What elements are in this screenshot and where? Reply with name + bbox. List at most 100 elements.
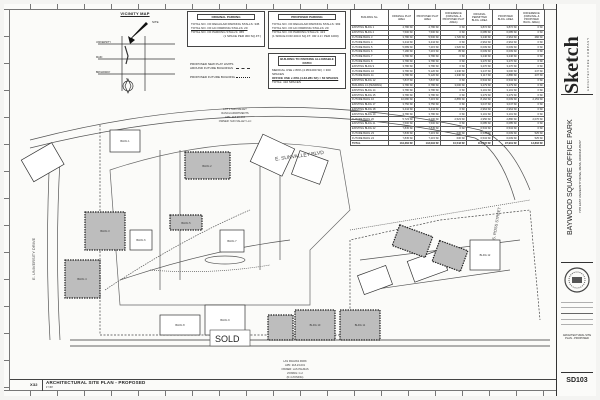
lot-south-label: OWNER: LAS PALMAS <box>281 367 309 371</box>
building-outline <box>219 229 245 253</box>
future-building <box>267 314 294 341</box>
parking-row: TOTAL NO. OF PARKING STALLS: 413 <box>272 30 326 34</box>
street-label: MAIN <box>96 56 103 59</box>
drawing-title: ARCHITECTURAL SITE PLAN - PROPOSED <box>46 380 146 385</box>
table-header: DIFFERENCE (ORIGINAL & PROPOSED BLDG. AR… <box>518 9 545 26</box>
building-label: BLDG 9 <box>220 318 230 322</box>
parking-row: TOTAL NO. OF REGULAR PARKING STALLS: 345 <box>191 22 260 26</box>
future-building <box>339 309 381 341</box>
lot-north-label: RANCH APARTMENTS <box>221 111 249 115</box>
building-outline <box>249 133 296 177</box>
vicinity-map-drawing <box>98 22 175 94</box>
ratio-row: TOTAL: 410 SPACES <box>272 80 301 84</box>
lot-north-label: LOT 1 SUN VALLEY <box>223 107 247 111</box>
sheet-number: SD103 <box>566 377 588 384</box>
building-outline <box>20 142 65 183</box>
original-parking-title: ORIGINAL PARKING <box>197 14 255 20</box>
ratio-row: MEDICAL USE x 80% (4.95/1000 SF) = 300 S… <box>272 68 331 76</box>
building-label: BLDG 11 <box>355 323 366 327</box>
future-building <box>294 309 336 341</box>
table-header: ORIGINAL PERMITTED BLDG. AREA <box>466 9 493 26</box>
street-label-east: S. ROSS STREET <box>491 206 502 240</box>
building-label: BLDG 4 <box>77 277 87 281</box>
parking-row: TOTAL NO. OF REGULAR PARKING STALLS: 393 <box>272 22 341 26</box>
bottom-grid-ruler <box>4 390 556 396</box>
ratio-title: BUILDING TO PARKING ALLOWABLE RATIO <box>278 56 336 66</box>
site-label: SITE <box>152 20 159 24</box>
north-label: N <box>126 77 129 81</box>
project-address: 7155 EAST UNIVERSITY DRIVE, MESA, ARIZON… <box>578 140 582 213</box>
site-plan: SOLD E. SUNVALLEY BLVD E. UNIVERSITY DRI… <box>20 106 550 379</box>
drawing-title-strip: X32 ARCHITECTURAL SITE PLAN - PROPOSED 1… <box>10 379 556 391</box>
building-label: BLDG 8 <box>175 323 185 327</box>
lot-north-label: OWNER: SUN VALLEY LLC <box>219 119 252 123</box>
building-outline <box>159 314 201 336</box>
parking-ratio-box: BUILDING TO PARKING ALLOWABLE RATIO MEDI… <box>268 53 346 89</box>
sheet-title: ARCHITECTURAL SITE PLAN - PROPOSED <box>562 334 592 341</box>
parking-note: (1 SPACE FOR 200.0 SQ.FT. OR 4.3 / PER 1… <box>272 34 339 38</box>
university-road-edge <box>47 149 51 341</box>
table-header: PROPOSED PLAT AREA <box>414 9 441 26</box>
table-header: PROPOSED BLDG. AREA <box>492 9 519 26</box>
legend-item-plat-limits: PROPOSED NEW PLAT LIMITS AROUND FUTURE B… <box>190 62 260 70</box>
building-label: BLDG 2 <box>202 164 212 168</box>
title-block: Sketch ARCHITECTURE COMPANY BAYWOOD SQUA… <box>556 4 596 396</box>
future-building <box>391 224 434 259</box>
building-label: BLDG 1 <box>120 139 130 143</box>
parking-row: TOTAL NO. OF PARKING STALLS: 365 <box>191 30 245 34</box>
legend-item-future-building: PROPOSED FUTURE BUILDING <box>190 75 260 79</box>
building-label: BLDG 3 <box>100 229 110 233</box>
street-label: BROADWAY <box>96 71 111 74</box>
vicinity-map-title: VICINITY MAP <box>120 11 150 16</box>
table-header: DIFFERENCE (ORIGINAL & PROPOSED PLAT ARE… <box>440 9 467 26</box>
street-label-west: E. UNIVERSITY DRIVE <box>31 238 36 280</box>
future-building <box>169 214 203 231</box>
drawing-number: X32 <box>30 382 38 387</box>
proposed-parking-title: PROPOSED PARKING <box>278 14 336 20</box>
future-building <box>84 211 126 251</box>
firm-subtitle: ARCHITECTURE COMPANY <box>587 37 590 91</box>
parking-note: (1 SPACE PER 300 SQ.FT.) <box>223 34 261 38</box>
building-outline <box>357 265 393 295</box>
parking-row: TOTAL NO. OF HC PARKING STALLS: 20 <box>272 26 329 30</box>
lot-south-label: LAS PALMAS PARK <box>283 359 307 363</box>
lot-south-label: ZONING: C-2 <box>287 371 303 375</box>
building-label: BLDG 5 <box>181 221 191 225</box>
table-header: ORIGINAL PLAT AREA <box>388 9 415 26</box>
site-arrow-icon <box>128 22 148 44</box>
future-building <box>64 259 101 299</box>
sunvalley-road-edge <box>29 106 481 141</box>
original-parking-box: ORIGINAL PARKING TOTAL NO. OF REGULAR PA… <box>187 11 265 47</box>
sold-note: SOLD <box>215 334 240 344</box>
building-outline <box>469 239 501 271</box>
legend: PROPOSED NEW PLAT LIMITS AROUND FUTURE B… <box>190 62 260 79</box>
ratio-row: OFFICE USE x 20% (4.33.281 SF) = 60 SPAC… <box>272 76 339 80</box>
parking-row: TOTAL NO. OF HC PARKING STALLS: 20 <box>191 26 248 30</box>
building-label: BLDG 10 <box>310 323 321 327</box>
left-grid-ruler <box>4 10 10 390</box>
firm-logo: Sketch <box>561 36 583 94</box>
building-label: BLDG 12 <box>480 253 491 257</box>
building-outline <box>129 229 153 251</box>
lot-south-label: (R-4 ZONING) <box>287 375 304 379</box>
table-cell: 13,803 SF <box>518 140 545 146</box>
future-building <box>184 151 231 180</box>
street-label: UNIVERSITY <box>96 41 112 44</box>
proposed-parking-box: PROPOSED PARKING TOTAL NO. OF REGULAR PA… <box>268 11 346 49</box>
lot-north-label: APN: 218-20-034 <box>225 115 246 119</box>
top-grid-ruler <box>4 4 556 10</box>
project-name: BAYWOOD SQUARE OFFICE PARK <box>567 119 574 235</box>
building-outline <box>109 129 141 153</box>
seal-stamp-icon <box>564 267 590 293</box>
drawing-scale: 1"=30' <box>46 386 53 389</box>
future-building <box>431 239 469 273</box>
building-label: BLDG 6 <box>136 238 146 242</box>
lot-south-label: APN: 218-23-001 <box>285 363 306 367</box>
